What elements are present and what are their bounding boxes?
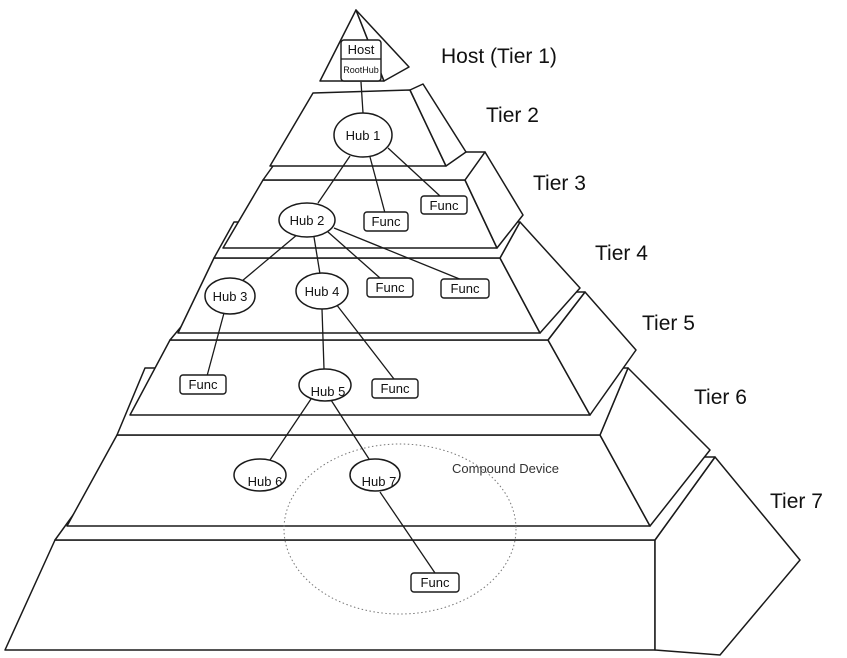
func-label: Func: [381, 381, 410, 396]
link-hub1-hub2: [317, 155, 351, 204]
func-label: Func: [451, 281, 480, 296]
tier-label: Tier 2: [486, 104, 539, 127]
link-hub2-hub4: [313, 236, 321, 275]
hub-label: Hub 6: [248, 474, 283, 489]
link-hub5-hub7: [330, 399, 370, 460]
hub-node: Hub 1: [333, 112, 393, 158]
func-label: Func: [189, 377, 218, 392]
hub-label: Hub 7: [362, 474, 397, 489]
link-hub3-func-e: [206, 312, 225, 377]
tier-label: Tier 7: [770, 490, 823, 513]
tier-label: Tier 5: [642, 312, 695, 335]
func-box: Func: [366, 277, 414, 298]
tier-label: Host (Tier 1): [441, 45, 557, 68]
func-label: Func: [376, 280, 405, 295]
link-hub5-hub6: [269, 398, 312, 461]
link-hub2-func-d: [333, 227, 463, 281]
hub-node: Hub 7: [349, 458, 401, 492]
link-hub7-func-g: [379, 491, 436, 574]
hub-label: Hub 1: [346, 128, 381, 143]
link-host-hub1: [360, 81, 364, 114]
tier-label: Tier 4: [595, 242, 648, 265]
func-label: Func: [430, 198, 459, 213]
host-node: Host RootHub: [340, 39, 382, 82]
hub-node: Hub 5: [298, 368, 352, 402]
func-box: Func: [371, 378, 419, 399]
hub-label: Hub 2: [290, 213, 325, 228]
func-box: Func: [179, 374, 227, 395]
func-label: Func: [372, 214, 401, 229]
tier-label: Tier 3: [533, 172, 586, 195]
hub-node: Hub 2: [278, 202, 336, 238]
compound-device-boundary: [283, 443, 517, 615]
hub-node: Hub 4: [295, 272, 349, 310]
hub-node: Hub 6: [233, 458, 287, 492]
hub-label: Hub 5: [311, 384, 346, 399]
connection-lines: [206, 81, 463, 574]
tier-label: Tier 6: [694, 386, 747, 409]
func-label: Func: [421, 575, 450, 590]
link-hub1-func-b: [387, 147, 441, 197]
roothub-label: RootHub: [343, 65, 379, 75]
hub-node: Hub 3: [204, 277, 256, 315]
hub-label: Hub 3: [213, 289, 248, 304]
func-box: Func: [410, 572, 460, 593]
link-hub1-func-a: [369, 156, 386, 214]
func-box: Func: [420, 195, 468, 215]
host-label: Host: [348, 42, 375, 57]
compound-device-label: Compound Device: [452, 461, 559, 476]
func-box: Func: [363, 211, 409, 232]
func-box: Func: [440, 278, 490, 299]
link-hub2-func-c: [327, 231, 381, 279]
link-hub4-hub5: [321, 308, 325, 370]
hub-label: Hub 4: [305, 284, 340, 299]
link-hub4-func-f: [335, 303, 395, 380]
link-hub2-hub3: [241, 233, 299, 282]
